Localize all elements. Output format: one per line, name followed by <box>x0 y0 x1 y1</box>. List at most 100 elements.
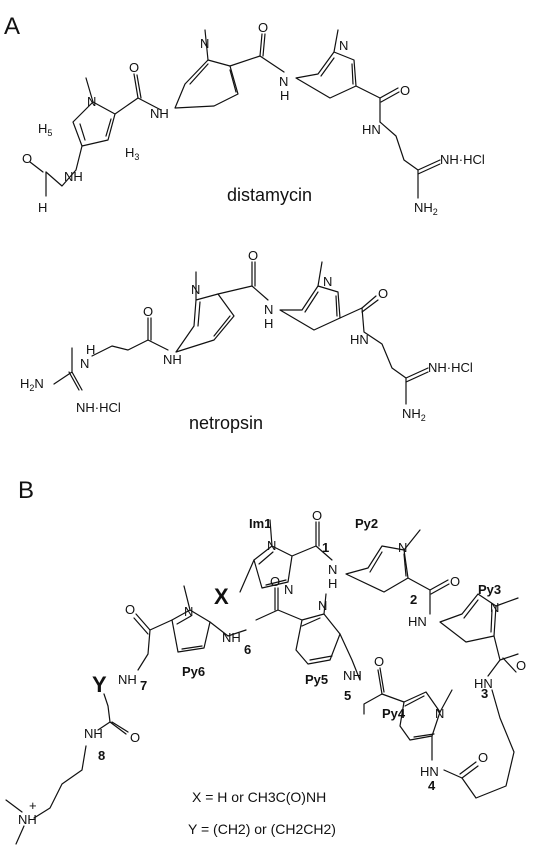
amide-number: 3 <box>481 686 488 701</box>
bond <box>320 57 335 77</box>
atom-hn: HN <box>408 614 427 629</box>
bond <box>255 609 279 621</box>
bond <box>404 695 425 707</box>
atom-h: H <box>280 88 289 103</box>
bond <box>323 593 327 615</box>
atom-o: O <box>516 658 526 673</box>
atom-nh: NH <box>18 812 37 827</box>
atom-n: N <box>284 582 293 597</box>
bond <box>443 689 515 799</box>
bond <box>490 609 493 633</box>
atom-nh: NH <box>150 106 169 121</box>
bond <box>175 293 235 353</box>
atom-nh: NH <box>84 726 103 741</box>
bond <box>103 693 129 735</box>
ring-label-py6: Py6 <box>182 664 205 679</box>
bond <box>377 667 405 703</box>
atom-hn: HN <box>474 676 493 691</box>
bond <box>429 579 450 595</box>
bond <box>295 613 341 665</box>
bond <box>269 519 273 547</box>
atom-nh-hcl: NH·HCl <box>428 360 473 375</box>
netropsin-name: netropsin <box>189 413 263 433</box>
bond <box>72 101 116 147</box>
bond <box>417 159 441 175</box>
bond <box>251 261 256 287</box>
bond <box>174 59 239 109</box>
bond <box>181 645 203 650</box>
hairpin-polyamide-structure: N N O N H Im1 1 X N O HN Py2 2 N O HN Py… <box>5 508 526 845</box>
atom-o: O <box>400 83 410 98</box>
distamycin-structure: N O NH H5 H3 NH O H N O N H N O HN NH·HC… <box>22 20 485 217</box>
bond <box>295 51 357 99</box>
bond <box>147 317 152 341</box>
y-definition: Y = (CH2) or (CH2CH2) <box>188 821 336 837</box>
bond <box>133 73 142 99</box>
atom-o: O <box>478 750 488 765</box>
ring-label-im1: Im1 <box>249 516 271 531</box>
atom-n: N <box>267 538 276 553</box>
bond <box>315 521 320 547</box>
atom-n: N <box>323 274 332 289</box>
x-substituent-label: X <box>214 584 229 609</box>
amide-number: 8 <box>98 748 105 763</box>
atom-o: O <box>312 508 322 523</box>
bond <box>459 761 479 779</box>
bond <box>403 553 407 577</box>
bond <box>333 29 339 53</box>
ring-label-py4: Py4 <box>382 706 406 721</box>
atom-o: O <box>450 574 460 589</box>
atom-nh-hcl: NH·HCl <box>440 152 485 167</box>
bond <box>351 63 354 85</box>
bond <box>369 551 383 573</box>
atom-n: N <box>328 562 337 577</box>
amide-number: 4 <box>428 778 436 793</box>
bond <box>439 593 497 643</box>
atom-o: O <box>130 730 140 745</box>
atom-n: N <box>435 706 444 721</box>
ring-label-py5: Py5 <box>305 672 328 687</box>
amide-number: 1 <box>322 540 329 555</box>
bond <box>335 295 338 317</box>
atom-n: N <box>200 36 209 51</box>
atom-n: N <box>80 356 89 371</box>
bond <box>133 613 173 635</box>
bond <box>217 285 269 301</box>
bond <box>339 295 379 319</box>
bond <box>413 733 435 738</box>
distamycin-name: distamycin <box>227 185 312 205</box>
ring-label-py2: Py2 <box>355 516 378 531</box>
atom-n: N <box>184 604 193 619</box>
atom-nh-hcl: NH·HCl <box>76 400 121 415</box>
nh2-atom: NH2 <box>414 200 438 217</box>
bond <box>29 161 47 197</box>
bond <box>253 545 293 589</box>
bond <box>304 291 319 313</box>
bond <box>361 307 407 405</box>
atom-h: H <box>264 316 273 331</box>
amide-number: 5 <box>344 688 351 703</box>
bond <box>105 118 112 137</box>
atom-nh: NH <box>343 668 362 683</box>
bond <box>279 285 341 331</box>
bond <box>209 621 247 637</box>
atom-o: O <box>270 574 280 589</box>
charge-plus: + <box>29 798 37 813</box>
atom-n: N <box>339 38 348 53</box>
bond <box>258 551 274 565</box>
bond <box>379 87 400 103</box>
panel-a-label: A <box>4 13 20 40</box>
bond <box>79 123 86 141</box>
bond <box>213 315 231 337</box>
bond <box>439 689 453 713</box>
bond <box>355 85 381 123</box>
h5-atom: H5 <box>38 121 52 138</box>
bond <box>5 799 25 845</box>
bond <box>229 55 285 73</box>
atom-o: O <box>22 151 32 166</box>
bond <box>171 609 211 653</box>
bond <box>197 301 201 327</box>
bond <box>495 597 519 607</box>
bond <box>183 585 191 611</box>
